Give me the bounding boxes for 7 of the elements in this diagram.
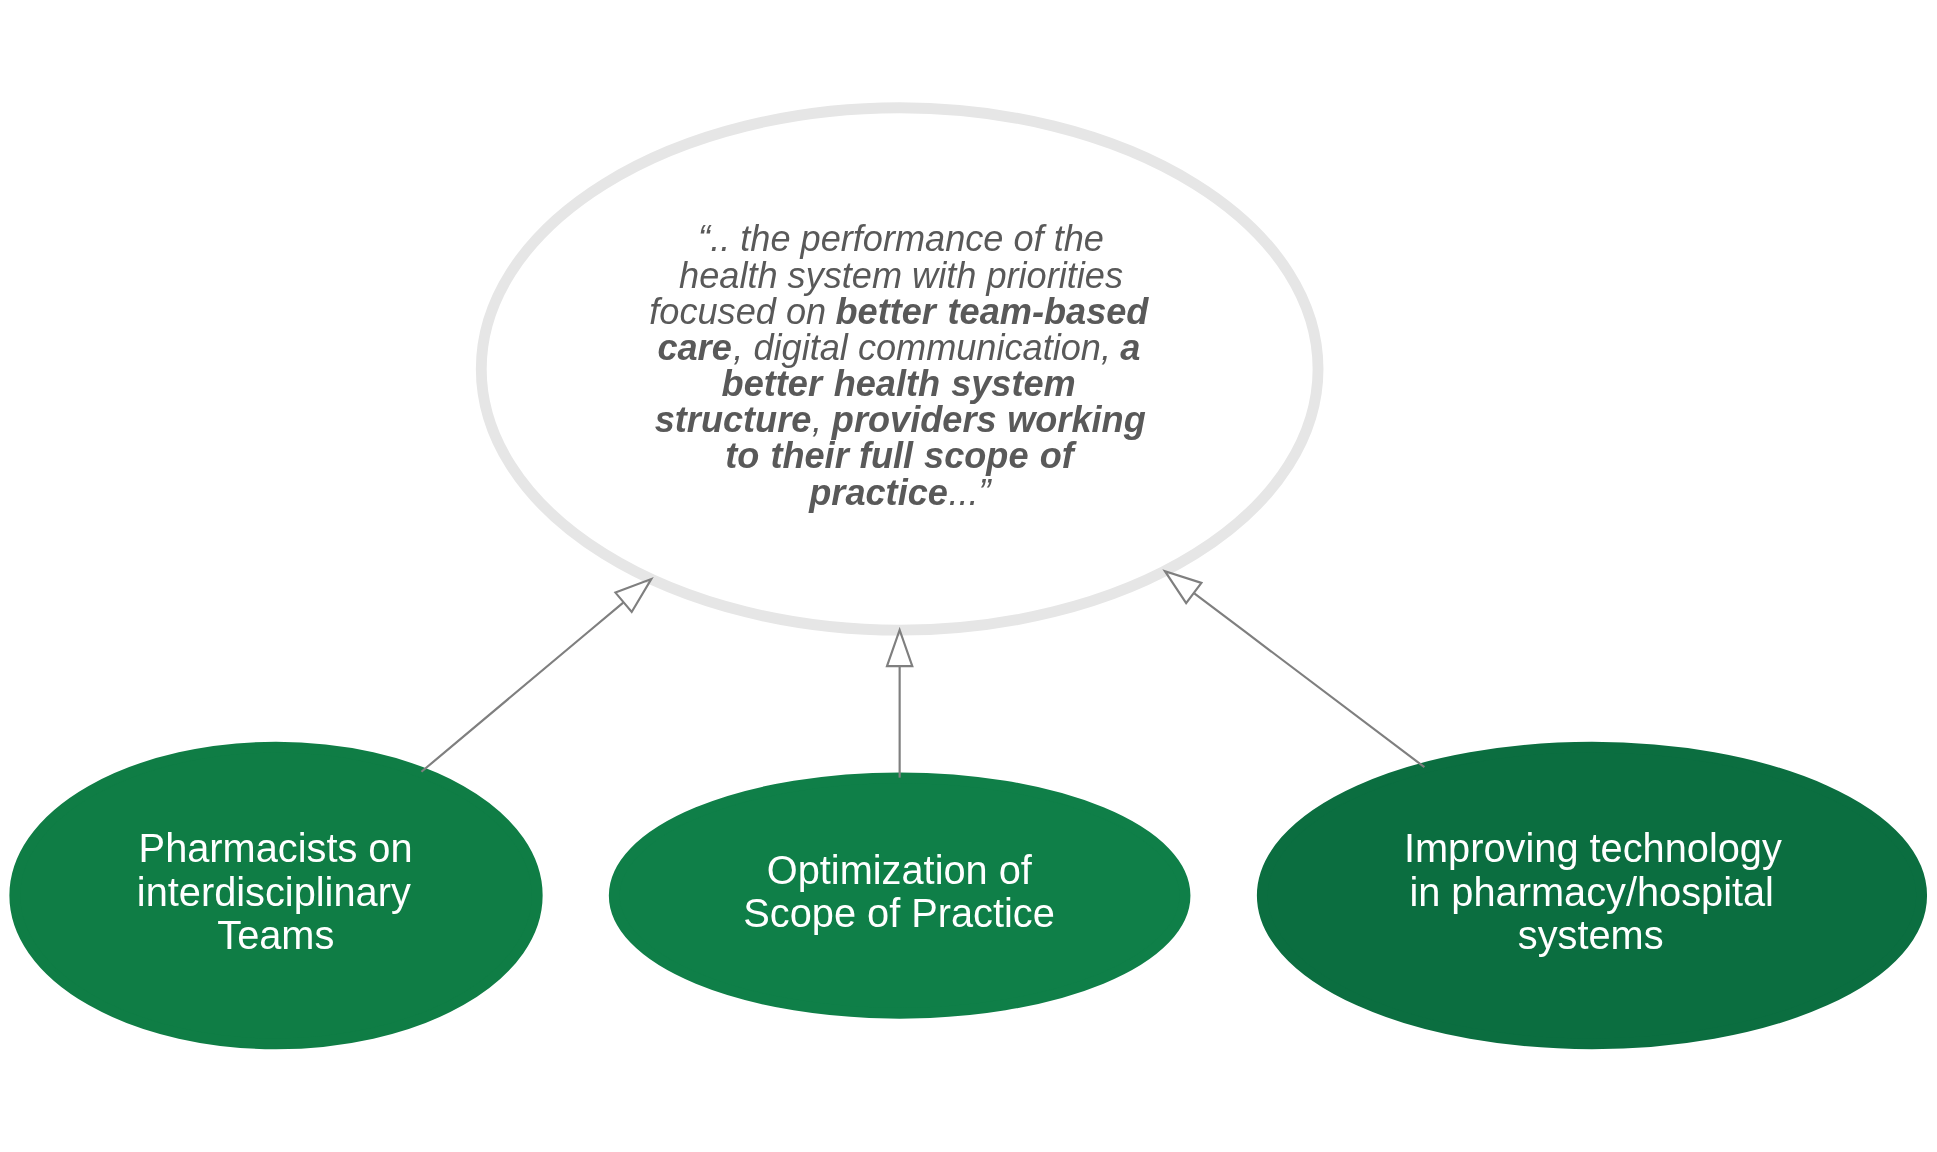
node-ellipse: Improving technology in pharmacy/hospital systems bbox=[1256, 741, 1928, 1050]
node-ellipse: “.. the performance of the health system with priorities focused on better team-based care, digital communication, a better health system structure, providers working to their full scope of practice...” bbox=[475, 102, 1324, 636]
arrow bbox=[420, 576, 654, 773]
node-ellipse: Optimization of Scope of Practice bbox=[608, 772, 1191, 1019]
node-ellipse: Pharmacists on interdisciplinary Teams bbox=[9, 741, 543, 1050]
arrow bbox=[885, 626, 914, 778]
arrow bbox=[1162, 569, 1426, 768]
